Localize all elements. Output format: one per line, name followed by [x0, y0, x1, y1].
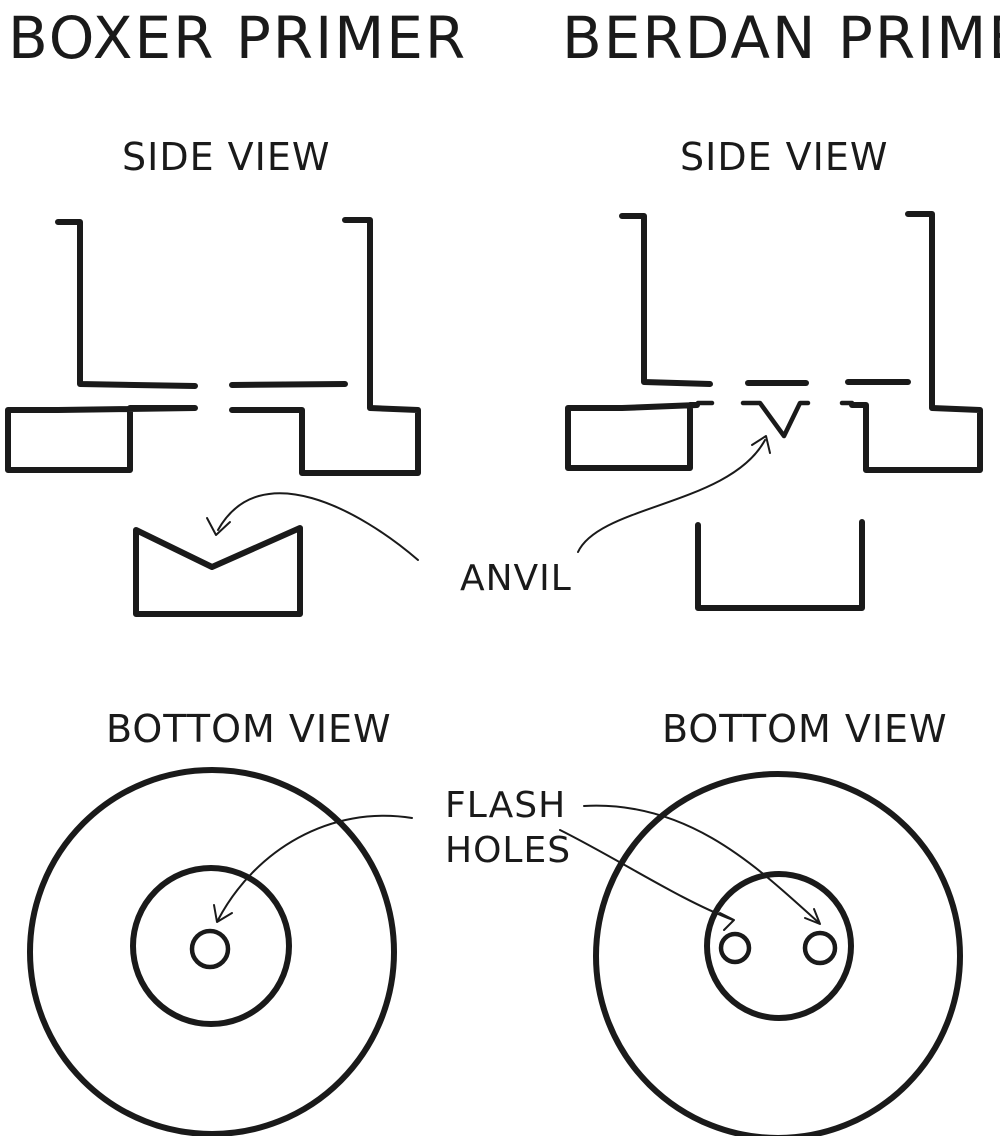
arrow-head-icon — [751, 435, 771, 454]
berdan-bottom-view-heading: BOTTOM VIEW — [662, 707, 948, 751]
berdan-side-view-heading: SIDE VIEW — [680, 135, 888, 179]
berdan-primer-cup-body — [695, 519, 865, 611]
boxer-outer-rim-circle — [27, 767, 397, 1136]
berdan-primer-title: BERDAN PRIMER — [562, 4, 1000, 72]
arrow-head-icon — [213, 904, 233, 923]
boxer-bottom-view-heading: BOTTOM VIEW — [106, 707, 392, 751]
arrow-head-icon — [804, 908, 821, 925]
berdan-primer-pocket-circle — [704, 871, 854, 1021]
arrow-head-icon — [206, 517, 231, 536]
berdan-flash-hole-right — [802, 930, 838, 966]
boxer-cup-side-profile — [5, 217, 421, 476]
boxer-anvil-shape — [133, 525, 303, 617]
arrow-head-icon — [719, 912, 735, 931]
berdan-flash-hole-left — [718, 931, 752, 965]
flash-holes-label-line1: FLASH — [445, 785, 566, 826]
anvil-pointer-arrow-left — [217, 492, 419, 561]
boxer-side-view-heading: SIDE VIEW — [122, 135, 330, 179]
berdan-outer-rim-circle — [593, 771, 963, 1136]
anvil-pointer-arrow-right — [577, 439, 766, 553]
flash-hole-pointer-arrow-berdan-right — [583, 804, 819, 923]
berdan-anvil-shape — [695, 380, 855, 439]
anvil-label: ANVIL — [460, 558, 572, 599]
boxer-primer-pocket-circle — [130, 865, 292, 1027]
boxer-flash-hole — [189, 928, 231, 970]
flash-hole-pointer-arrow-berdan-left — [559, 829, 734, 921]
flash-holes-label-line2: HOLES — [445, 830, 571, 871]
flash-hole-pointer-arrow-boxer — [217, 814, 413, 921]
boxer-primer-title: BOXER PRIMER — [8, 4, 467, 72]
berdan-cup-side-profile — [565, 211, 983, 473]
